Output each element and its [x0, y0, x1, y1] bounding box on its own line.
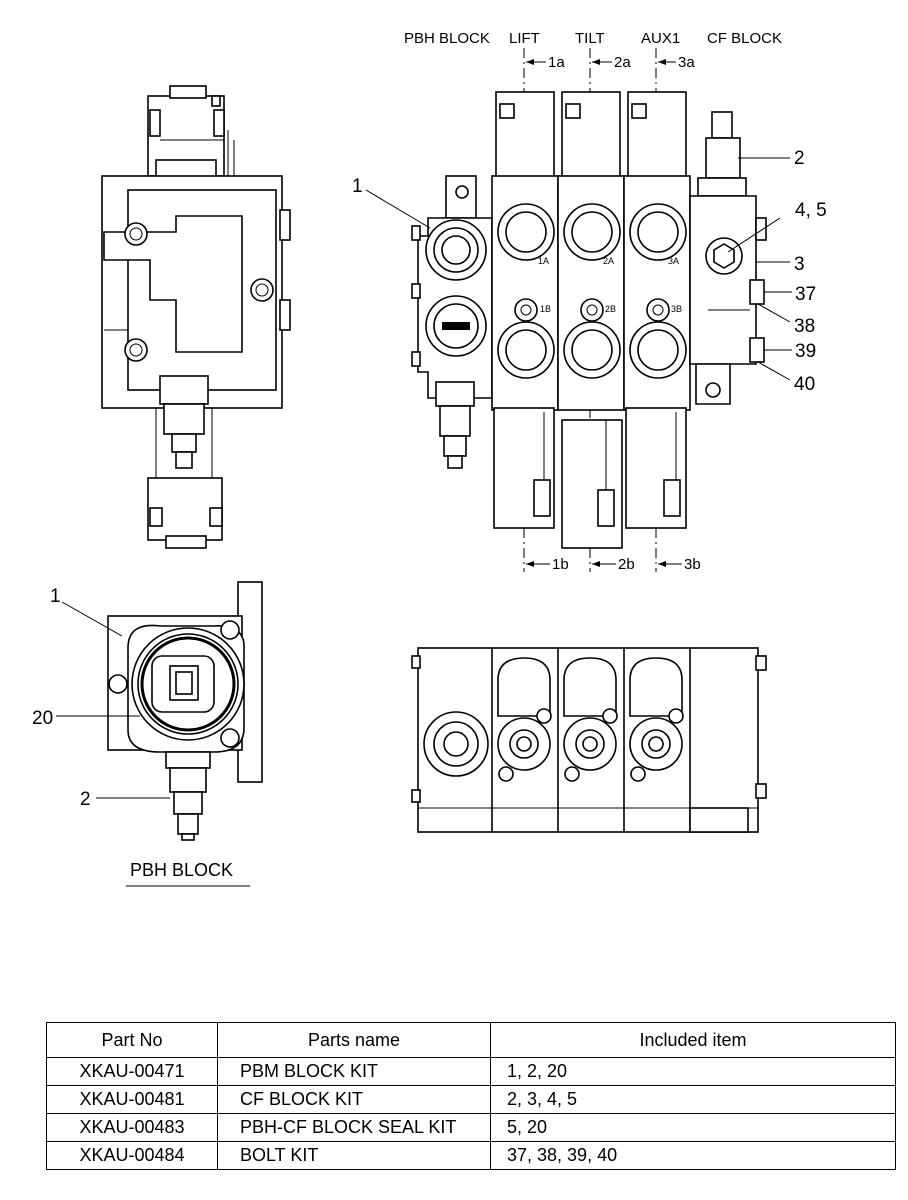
mark-3a: 3A — [668, 256, 679, 266]
port-2b: 2b — [618, 556, 635, 573]
table-row: XKAU-00471 PBM BLOCK KIT 1, 2, 20 — [46, 1057, 896, 1086]
cell-included-item: 1, 2, 20 — [490, 1057, 896, 1086]
cell-parts-name: PBM BLOCK KIT — [217, 1057, 491, 1086]
cell-parts-name: PBH-CF BLOCK SEAL KIT — [217, 1113, 491, 1142]
cell-included-item: 37, 38, 39, 40 — [490, 1141, 896, 1170]
header-included-item: Included item — [490, 1022, 896, 1058]
cell-part-no: XKAU-00483 — [46, 1113, 218, 1142]
callout-1-main: 1 — [352, 176, 363, 197]
label-aux1: AUX1 — [641, 30, 680, 47]
label-cf-block: CF BLOCK — [707, 30, 782, 47]
section-tilt — [557, 91, 625, 549]
mark-2b: 2B — [605, 304, 616, 314]
callout-2-pbh: 2 — [80, 789, 91, 810]
parts-kit-table: Part No Parts name Included item XKAU-00… — [46, 1022, 896, 1170]
label-pbh-block: PBH BLOCK — [404, 30, 490, 47]
callout-2-main: 2 — [794, 148, 805, 169]
mark-1a: 1A — [538, 256, 549, 266]
callout-37: 37 — [795, 284, 816, 305]
table-row: XKAU-00481 CF BLOCK KIT 2, 3, 4, 5 — [46, 1085, 896, 1114]
callout-38: 38 — [794, 316, 815, 337]
table-header-row: Part No Parts name Included item — [46, 1022, 896, 1058]
mark-2a: 2A — [603, 256, 614, 266]
header-parts-name: Parts name — [217, 1022, 491, 1058]
side-view — [101, 85, 291, 549]
callout-1-pbh: 1 — [50, 586, 61, 607]
pbh-block-detail — [107, 581, 263, 841]
label-lift: LIFT — [509, 30, 540, 47]
port-1b: 1b — [552, 556, 569, 573]
cell-part-no: XKAU-00484 — [46, 1141, 218, 1170]
mark-1b: 1B — [540, 304, 551, 314]
callout-39: 39 — [795, 341, 816, 362]
valve-assembly-drawing: PBH BLOCK LIFT TILT AUX1 CF BLOCK 1a 2a … — [32, 30, 827, 887]
leader-lines — [56, 157, 792, 799]
header-part-no: Part No — [46, 1022, 218, 1058]
table-row: XKAU-00484 BOLT KIT 37, 38, 39, 40 — [46, 1141, 896, 1170]
cell-included-item: 5, 20 — [490, 1113, 896, 1142]
label-tilt: TILT — [575, 30, 605, 47]
pbh-block-caption: PBH BLOCK — [130, 860, 233, 880]
callout-20: 20 — [32, 708, 53, 729]
callout-40: 40 — [794, 374, 815, 395]
cell-parts-name: CF BLOCK KIT — [217, 1085, 491, 1114]
port-1a: 1a — [548, 54, 565, 71]
port-2a: 2a — [614, 54, 631, 71]
section-aux1 — [623, 91, 691, 529]
mark-3b: 3B — [671, 304, 682, 314]
bottom-view — [411, 647, 767, 833]
callout-3: 3 — [794, 254, 805, 275]
port-3a: 3a — [678, 54, 695, 71]
cell-parts-name: BOLT KIT — [217, 1141, 491, 1170]
table-row: XKAU-00483 PBH-CF BLOCK SEAL KIT 5, 20 — [46, 1113, 896, 1142]
front-view — [411, 48, 767, 572]
cell-part-no: XKAU-00471 — [46, 1057, 218, 1086]
cell-included-item: 2, 3, 4, 5 — [490, 1085, 896, 1114]
section-lift — [491, 91, 559, 529]
port-3b: 3b — [684, 556, 701, 573]
callout-4-5: 4, 5 — [795, 200, 827, 221]
cell-part-no: XKAU-00481 — [46, 1085, 218, 1114]
